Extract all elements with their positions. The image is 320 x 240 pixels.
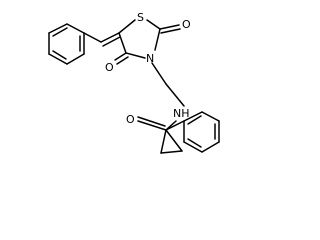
benzylidene-phenyl-ring <box>48 23 85 65</box>
bond <box>116 56 129 65</box>
bond <box>183 141 203 153</box>
bond <box>183 111 203 122</box>
bond <box>160 28 181 34</box>
bond <box>159 24 180 30</box>
carbonyl-oxygen-c2-label: O <box>182 18 191 31</box>
cyclopropane-ring <box>160 129 183 154</box>
bond <box>165 83 185 107</box>
bond <box>201 111 220 122</box>
bond <box>48 23 68 34</box>
molecule-diagram: S N O O NH O <box>48 11 220 154</box>
bond <box>125 52 146 59</box>
bond <box>151 62 167 85</box>
bond <box>118 19 136 34</box>
amide-nh-label: NH <box>173 107 190 120</box>
bond <box>165 120 185 131</box>
bond <box>66 53 85 65</box>
exocyclic-double-bond <box>83 32 121 47</box>
bond <box>160 150 183 154</box>
bond <box>187 115 202 125</box>
bond <box>118 32 127 54</box>
bond <box>100 32 120 43</box>
bond <box>66 23 85 34</box>
ring-nitrogen-atom-label: N <box>146 52 154 65</box>
sulfur-atom-label: S <box>137 11 144 24</box>
carbonyl-oxygen-c4-label: O <box>105 61 114 74</box>
bond <box>48 53 68 65</box>
thiazolidinedione-ring <box>114 19 181 65</box>
bond <box>165 129 183 152</box>
bond <box>114 52 127 61</box>
bond <box>137 120 167 131</box>
bond <box>52 50 67 60</box>
bond <box>102 36 121 47</box>
bond <box>201 141 220 153</box>
bond <box>52 27 68 37</box>
amide-oxygen-label: O <box>126 113 135 126</box>
bond <box>83 32 102 43</box>
phenyl-ring <box>165 111 220 153</box>
bond <box>146 19 161 30</box>
ethyl-linker <box>151 62 185 107</box>
bond <box>160 129 167 154</box>
bond <box>154 28 161 51</box>
bond <box>187 138 202 148</box>
bond <box>137 116 166 127</box>
